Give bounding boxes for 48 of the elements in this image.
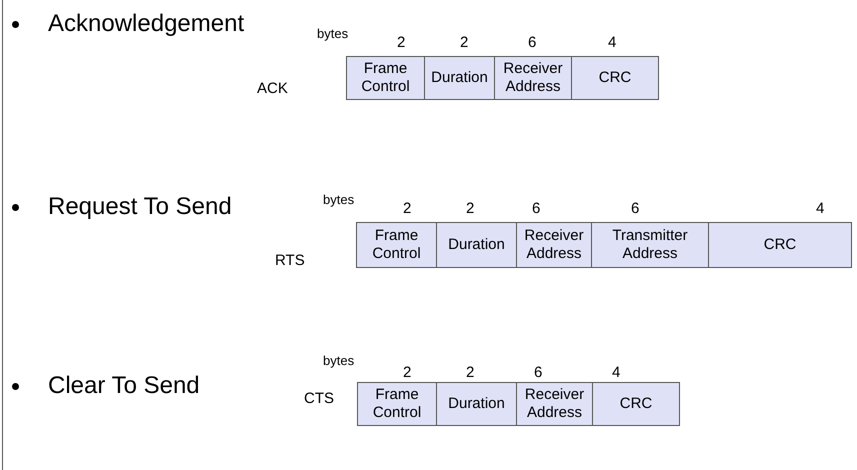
frame-field (591, 222, 709, 268)
byte-count: 6 (631, 200, 640, 217)
frame-type-label: RTS (275, 252, 305, 269)
byte-count: 6 (534, 364, 542, 381)
byte-count: 6 (528, 34, 536, 51)
frame-field (708, 222, 852, 268)
frame-field (346, 56, 425, 100)
frame-field (356, 222, 437, 268)
byte-count: 4 (612, 364, 620, 381)
frame-heading: Clear To Send (48, 372, 200, 400)
field-name: Transmitter Address (611, 227, 689, 263)
field-name: Receiver Address (524, 386, 586, 422)
unit-label: bytes (323, 353, 354, 368)
field-name: CRC (764, 236, 796, 254)
frame-field (494, 56, 572, 100)
frame-field (516, 382, 593, 426)
byte-count: 4 (816, 200, 824, 217)
frame-field (436, 222, 517, 268)
byte-count: 6 (532, 200, 540, 217)
byte-count: 2 (403, 364, 412, 381)
field-name: Duration (431, 69, 488, 87)
byte-count: 2 (403, 200, 412, 217)
frame-field (592, 382, 680, 426)
field-name: Frame Control (371, 227, 422, 263)
frame-field (571, 56, 659, 100)
field-name: Receiver Address (502, 60, 564, 96)
frame-heading: Request To Send (48, 193, 232, 221)
field-name: Duration (448, 395, 505, 413)
field-name: CRC (620, 395, 652, 413)
unit-label: bytes (317, 26, 348, 41)
frame-field (424, 56, 495, 100)
field-name: CRC (598, 69, 632, 87)
unit-label: bytes (323, 192, 354, 207)
frame-field (436, 382, 517, 426)
frame-type-label: ACK (257, 80, 288, 97)
frame-field (357, 382, 437, 426)
frame-heading: Acknowledgement (48, 10, 244, 38)
byte-count: 2 (466, 200, 474, 217)
field-name: Receiver Address (523, 227, 585, 263)
frame-field (516, 222, 592, 268)
frame-type-label: CTS (304, 390, 334, 407)
byte-count: 4 (608, 34, 616, 51)
byte-count: 2 (466, 364, 474, 381)
byte-count: 2 (397, 34, 406, 51)
field-name: Frame Control (360, 60, 411, 96)
field-name: Frame Control (372, 386, 422, 422)
field-name: Duration (448, 236, 505, 254)
byte-count: 2 (460, 34, 468, 51)
